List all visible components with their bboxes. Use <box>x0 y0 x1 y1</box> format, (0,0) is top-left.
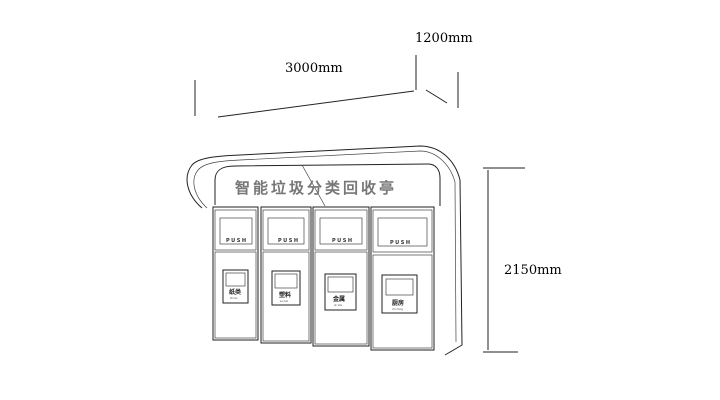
push-label: PUSH <box>226 238 248 244</box>
bin-label: 塑料 <box>279 291 291 299</box>
kiosk-sign: 智能垃圾分类回收亭 <box>235 179 397 197</box>
height-label: 2150mm <box>504 263 562 278</box>
push-label: PUSH <box>332 238 354 244</box>
bin-pinyin: jin shu <box>333 303 343 307</box>
bin-label: 金属 <box>332 295 345 303</box>
bin-label: 厨房 <box>392 299 404 307</box>
bin-4: PUSH 厨房 chu fang <box>370 206 435 351</box>
push-label: PUSH <box>390 240 412 246</box>
height-dimension: 2150mm <box>483 167 562 353</box>
width-label: 3000mm <box>285 61 343 76</box>
bin-pinyin: zhi lei <box>230 296 238 300</box>
push-label: PUSH <box>278 238 300 244</box>
bin-1: PUSH 纸类 zhi lei <box>212 206 259 341</box>
width-dimension: 3000mm <box>194 55 417 118</box>
depth-label: 1200mm <box>415 31 473 46</box>
bin-pinyin: su liao <box>280 299 289 303</box>
bin-2: PUSH 塑料 su liao <box>260 206 312 344</box>
depth-dimension: 1200mm <box>415 31 473 108</box>
bin-label: 纸类 <box>229 288 242 296</box>
bin-pinyin: chu fang <box>392 307 403 311</box>
canopy: 智能垃圾分类回收亭 <box>186 145 463 356</box>
bin-3: PUSH 金属 jin shu <box>312 206 370 347</box>
